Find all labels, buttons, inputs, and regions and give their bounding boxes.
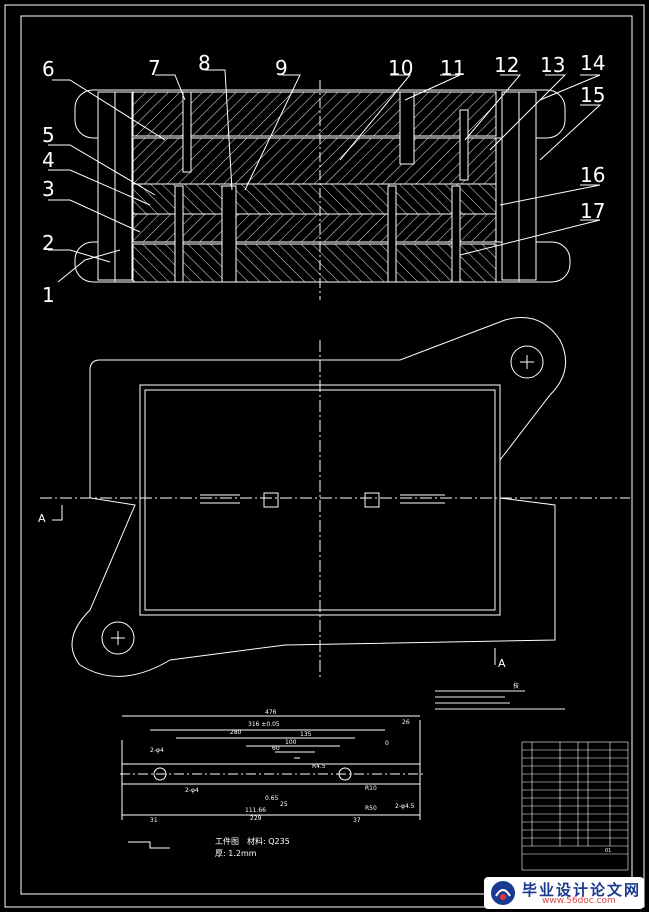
section-marks: A A	[38, 512, 506, 670]
dim-100: 100	[285, 739, 297, 746]
dim-37: 37	[353, 817, 361, 824]
label-10: 10	[388, 56, 413, 80]
dim-2phi4-a: 2-φ4	[150, 747, 164, 754]
section-mark-left: A	[38, 512, 46, 525]
dim-316: 316 ±0.05	[248, 721, 280, 728]
part-drawing-thickness: 厚: 1.2mm	[215, 849, 257, 858]
tech-notes-title: 技	[513, 682, 519, 690]
dim-0: 0	[385, 740, 389, 747]
tech-notes: 技	[435, 682, 565, 710]
dim-476: 476	[265, 709, 277, 716]
part-number-labels: 1 2 3 4 5 6 7 8 9 10 11 12 13 14 15 16 1…	[42, 51, 605, 307]
label-2: 2	[42, 231, 55, 255]
stripper	[132, 183, 497, 215]
watermark-title: 毕业设计论文网	[522, 881, 642, 899]
lower-die	[132, 213, 497, 243]
sheet-frame	[4, 4, 645, 908]
label-9: 9	[275, 56, 288, 80]
label-16: 16	[580, 163, 605, 187]
dim-31: 31	[150, 817, 158, 824]
label-13: 13	[540, 53, 565, 77]
part-drawing-caption: 工件图 材料: Q235 厚: 1.2mm	[215, 836, 290, 858]
dim-r10: R10	[365, 785, 377, 792]
part-drawing-title: 工件图	[215, 836, 239, 846]
watermark: 毕业设计论文网 www.56doc.com	[484, 877, 644, 909]
label-4: 4	[42, 148, 55, 172]
label-14: 14	[580, 51, 605, 75]
dim-r45: R4.5	[312, 763, 326, 770]
plan-view	[40, 317, 630, 680]
leader-lines	[48, 69, 602, 283]
label-11: 11	[440, 56, 465, 80]
part-drawing	[120, 715, 425, 849]
watermark-url: www.56doc.com	[542, 896, 616, 906]
dim-26: 26	[402, 719, 410, 726]
dim-25: 25	[280, 801, 288, 808]
label-17: 17	[580, 199, 605, 223]
title-block-sheet: 01	[605, 848, 611, 854]
label-5: 5	[42, 123, 55, 147]
label-6: 6	[42, 57, 55, 81]
dim-111: 111.66	[245, 807, 266, 814]
dim-60: 60	[272, 745, 280, 752]
label-7: 7	[148, 56, 161, 80]
dim-2phi45: 2-φ4.5	[395, 803, 415, 810]
dim-135: 135	[300, 731, 312, 738]
part-drawing-dims: 476 316 ±0.05 280 135 100 60 26 0 R4.5 2…	[150, 709, 415, 824]
upper-die	[132, 137, 497, 185]
label-12: 12	[494, 53, 519, 77]
dim-280: 280	[230, 729, 242, 736]
section-mark-bottom: A	[498, 657, 506, 670]
dim-065: 0.65	[265, 795, 279, 802]
dim-2phi4-b: 2-φ4	[185, 787, 199, 794]
label-15: 15	[580, 83, 605, 107]
section-view	[74, 80, 571, 300]
dim-229: 229	[250, 815, 262, 822]
label-3: 3	[42, 177, 55, 201]
watermark-logo-icon	[491, 881, 515, 905]
dim-r50: R50	[365, 805, 377, 812]
label-8: 8	[198, 51, 211, 75]
label-1: 1	[42, 283, 55, 307]
title-block	[521, 741, 629, 871]
part-drawing-material: 材料: Q235	[247, 836, 290, 846]
